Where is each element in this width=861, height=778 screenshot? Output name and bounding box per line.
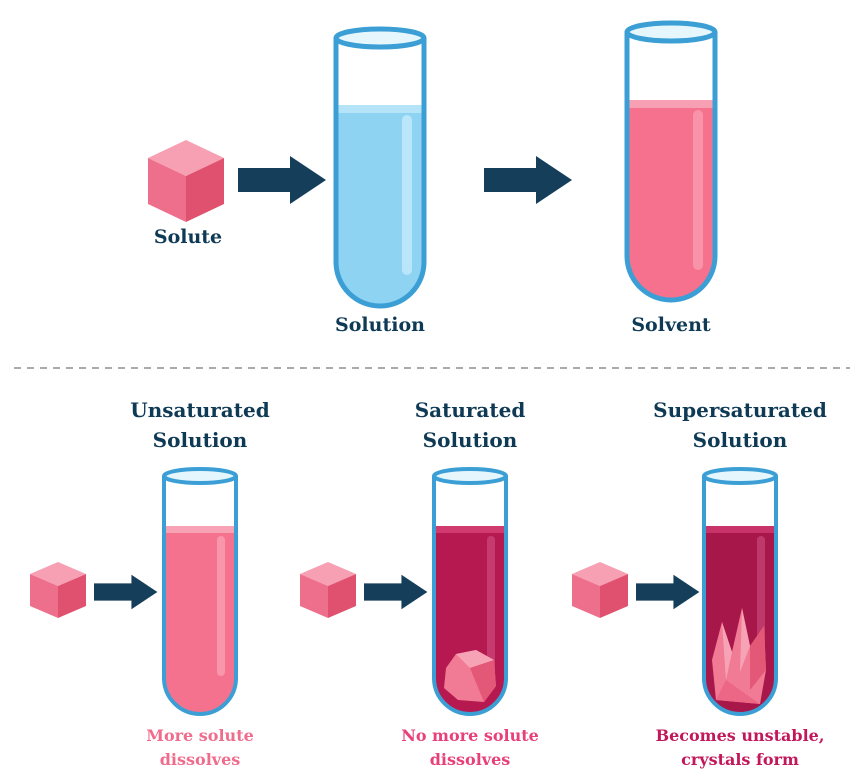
- supersaturated-caption: Becomes unstable, crystals form: [630, 724, 850, 772]
- unsaturated-test-tube: [164, 469, 236, 714]
- unsaturated-caption: More solute dissolves: [110, 724, 290, 772]
- solute-cube-icon: [30, 562, 86, 618]
- saturated-caption: No more solute dissolves: [380, 724, 560, 772]
- solute-cube-icon: [148, 140, 224, 222]
- saturated-caption-line2: dissolves: [380, 748, 560, 772]
- saturated-title-line1: Saturated: [370, 395, 570, 425]
- saturated-test-tube: [434, 469, 506, 714]
- supersaturated-title-line2: Solution: [630, 425, 850, 455]
- unsaturated-caption-line1: More solute: [110, 724, 290, 748]
- supersaturated-caption-line2: crystals form: [630, 748, 850, 772]
- arrow-icon: [636, 575, 699, 610]
- solute-cube-icon: [572, 562, 628, 618]
- saturated-caption-line1: No more solute: [380, 724, 560, 748]
- solute-label: Solute: [128, 226, 248, 248]
- supersaturated-test-tube: [704, 469, 776, 714]
- unsaturated-title: Unsaturated Solution: [100, 395, 300, 455]
- arrow-icon: [364, 575, 427, 610]
- arrow-icon: [484, 156, 572, 204]
- unsaturated-title-line2: Solution: [100, 425, 300, 455]
- arrow-icon: [94, 575, 157, 610]
- arrow-icon: [238, 156, 326, 204]
- saturated-title: Saturated Solution: [370, 395, 570, 455]
- saturated-title-line2: Solution: [370, 425, 570, 455]
- solution-test-tube: [336, 29, 424, 306]
- solute-cube-icon: [300, 562, 356, 618]
- supersaturated-title: Supersaturated Solution: [630, 395, 850, 455]
- unsaturated-caption-line2: dissolves: [110, 748, 290, 772]
- solution-label: Solution: [310, 314, 450, 336]
- unsaturated-title-line1: Unsaturated: [100, 395, 300, 425]
- solvent-test-tube: [627, 23, 715, 300]
- supersaturated-title-line1: Supersaturated: [630, 395, 850, 425]
- solvent-label: Solvent: [600, 314, 742, 336]
- supersaturated-caption-line1: Becomes unstable,: [630, 724, 850, 748]
